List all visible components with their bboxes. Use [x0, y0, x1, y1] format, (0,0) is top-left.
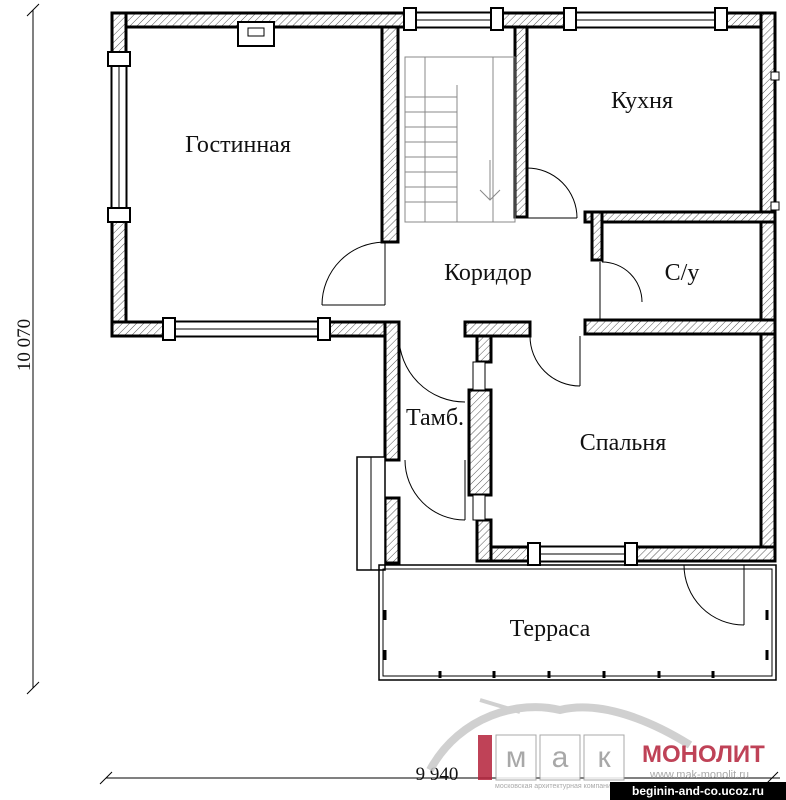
- room-bedroom-label: Спальня: [580, 430, 667, 456]
- terrace: [378, 564, 777, 681]
- doors: [321, 167, 745, 626]
- dimension-width-label: 9 940: [416, 764, 459, 785]
- interior-walls: [380, 25, 777, 338]
- windows: [107, 7, 780, 566]
- site-url-banner: beginin-and-co.ucoz.ru: [610, 782, 786, 800]
- room-wc-label: С/у: [665, 260, 700, 286]
- logo-letter-k: к: [597, 741, 611, 774]
- logo-url: www.mak-monolit.ru: [649, 769, 749, 781]
- dimension-height-label: 10 070: [14, 319, 35, 371]
- watermark-logo: м а к МОНОЛИТ московская архитектурная к…: [426, 698, 765, 790]
- room-terrace-label: Терраса: [510, 616, 591, 642]
- room-kitchen-label: Кухня: [611, 88, 673, 114]
- room-corridor-label: Коридор: [444, 260, 532, 286]
- room-vestibule-label: Тамб.: [406, 405, 464, 431]
- tambour-window: [472, 361, 486, 521]
- dimension-lines: [26, 3, 780, 785]
- logo-letter-a: а: [552, 741, 569, 774]
- stove-icon: [237, 21, 275, 47]
- logo-brand: МОНОЛИТ: [642, 741, 765, 768]
- logo-tagline: московская архитектурная компания: [495, 783, 615, 790]
- room-labels: Гостинная Кухня Коридор С/у Тамб. Спальн…: [185, 88, 699, 642]
- logo-letter-m: м: [506, 741, 527, 774]
- entrance-steps: [356, 456, 386, 571]
- room-living-label: Гостинная: [185, 132, 291, 158]
- staircase: [404, 56, 516, 223]
- outer-walls: [110, 11, 777, 565]
